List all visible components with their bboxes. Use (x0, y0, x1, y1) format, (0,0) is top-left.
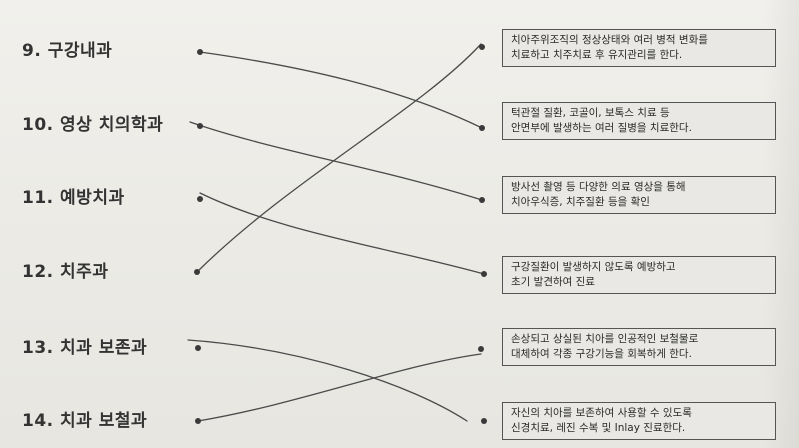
item-label-9: 9. 구강내과 (22, 41, 113, 61)
description-box-3: 방사선 촬영 등 다양한 의료 영상을 통해 치아우식증, 치주질환 등을 확인 (502, 176, 776, 214)
right-dot-3[interactable] (479, 197, 485, 203)
item-label-14: 14. 치과 보철과 (22, 411, 148, 431)
left-dot-9[interactable] (197, 49, 203, 55)
description-line: 자신의 치아를 보존하여 사용할 수 있도록 (511, 407, 692, 419)
connection-line-14 (197, 353, 482, 422)
description-box-5: 손상되고 상실된 치아를 인공적인 보철물로 대체하여 각종 구강기능을 회복하… (502, 328, 776, 366)
item-label-11: 11. 예방치과 (22, 188, 125, 208)
description-line: 치아우식증, 치주질환 등을 확인 (511, 196, 650, 208)
connection-line-10 (189, 121, 483, 201)
connection-line-11 (199, 192, 485, 275)
description-line: 신경치료, 레진 수복 및 Inlay 진료한다. (511, 422, 686, 434)
description-box-1: 치아주위조직의 정상상태와 여러 병적 변화를 치료하고 치주치료 후 유지관리… (502, 29, 776, 67)
description-line: 치료하고 치주치료 후 유지관리를 한다. (511, 49, 683, 61)
description-box-6: 자신의 치아를 보존하여 사용할 수 있도록 신경치료, 레진 수복 및 Inl… (502, 402, 776, 440)
connection-line-9 (199, 51, 483, 129)
right-dot-1[interactable] (479, 44, 485, 50)
right-dot-2[interactable] (479, 125, 485, 131)
description-line: 치아주위조직의 정상상태와 여러 병적 변화를 (511, 34, 708, 46)
left-dot-10[interactable] (197, 123, 203, 129)
right-dot-5[interactable] (478, 346, 484, 352)
description-line: 안면부에 발생하는 여러 질병을 치료한다. (511, 122, 692, 134)
item-label-10: 10. 영상 치의학과 (22, 115, 164, 135)
description-line: 대체하여 각종 구강기능을 회복하게 한다. (511, 348, 692, 360)
description-line: 턱관절 질환, 코골이, 보톡스 치료 등 (511, 107, 670, 119)
description-box-4: 구강질환이 발생하지 않도록 예방하고 초기 발견하여 진료 (502, 256, 776, 294)
description-line: 초기 발견하여 진료 (511, 276, 595, 288)
connection-line-13 (187, 339, 468, 422)
paper-edge-shade (763, 0, 799, 448)
left-dot-14[interactable] (195, 418, 201, 424)
description-line: 손상되고 상실된 치아를 인공적인 보철물로 (511, 333, 699, 345)
right-dot-6[interactable] (481, 418, 487, 424)
left-dot-12[interactable] (194, 269, 200, 275)
item-label-13: 13. 치과 보존과 (22, 338, 148, 358)
right-dot-4[interactable] (481, 271, 487, 277)
connection-line-12 (196, 43, 482, 273)
description-line: 방사선 촬영 등 다양한 의료 영상을 통해 (511, 181, 686, 193)
description-line: 구강질환이 발생하지 않도록 예방하고 (511, 261, 676, 273)
left-dot-13[interactable] (195, 345, 201, 351)
description-box-2: 턱관절 질환, 코골이, 보톡스 치료 등 안면부에 발생하는 여러 질병을 치… (502, 102, 776, 140)
left-dot-11[interactable] (197, 196, 203, 202)
item-label-12: 12. 치주과 (22, 262, 109, 282)
